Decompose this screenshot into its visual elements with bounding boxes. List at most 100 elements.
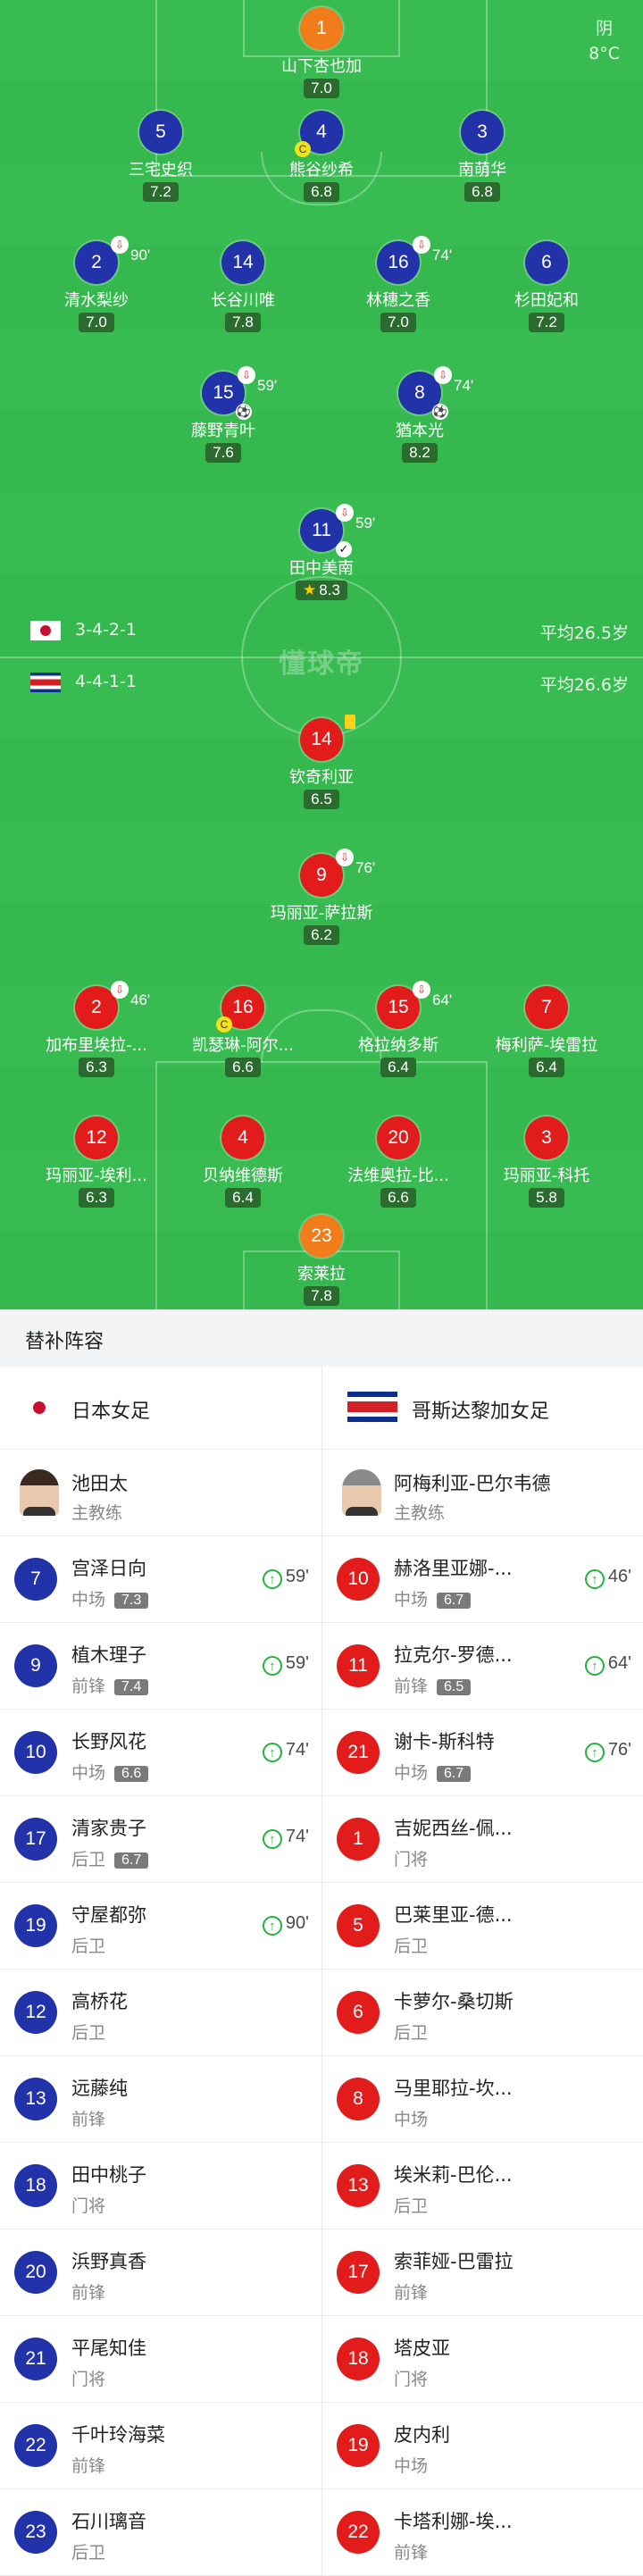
home-player[interactable]: 3 南萌华 6.8 [393, 111, 572, 202]
away-player[interactable]: 4 贝纳维德斯 6.4 [154, 1117, 332, 1208]
player-position: 前锋 [394, 2283, 429, 2303]
player-number: 12 [14, 1991, 57, 2034]
player-number: 22 [337, 2511, 380, 2554]
player-rating: 6.8 [464, 182, 500, 202]
player-rating: 6.7 [437, 1593, 472, 1609]
player-position: 后卫 [71, 2543, 106, 2563]
player-name: 清家贵子 [71, 1818, 146, 1839]
home-player[interactable]: 14 长谷川唯 7.8 [154, 241, 332, 332]
player-rating: 7.0 [380, 313, 416, 332]
home-player[interactable]: 15 ⇩ 59' ⚽ 藤野青叶 7.6 [134, 366, 313, 463]
away-player[interactable]: 20 法维奥拉-比... 6.6 [309, 1117, 488, 1208]
sub-minute: 74' [454, 377, 474, 394]
player-number: 19 [14, 1904, 57, 1947]
player-number: 18 [14, 2164, 57, 2207]
player-name: 法维奥拉-比... [347, 1167, 449, 1185]
sub-player-row[interactable]: 23 石川璃音后卫 [0, 2489, 322, 2576]
player-rating: 6.5 [437, 1679, 472, 1695]
away-formation: 4-4-1-1 [75, 672, 137, 691]
away-player[interactable]: 7 梅利萨-埃雷拉 6.4 [457, 986, 636, 1077]
home-player-gk[interactable]: 1 山下杏也加 7.0 [232, 7, 411, 98]
player-name: 藤野青叶 [191, 422, 255, 440]
player-number: 23 [14, 2511, 57, 2554]
sub-out-icon: ⇩ [434, 366, 452, 384]
home-player[interactable]: 8 ⇩ 74' ⚽ 猶本光 8.2 [330, 366, 509, 463]
player-name: 植木理子 [71, 1644, 146, 1666]
away-coach[interactable]: 阿梅利亚-巴尔韦德 主教练 [322, 1450, 643, 1536]
weather: 阴 8°C [589, 16, 620, 66]
player-name: 凯瑟琳-阿尔... [192, 1036, 294, 1055]
player-rating: 6.6 [225, 1058, 261, 1077]
away-player[interactable]: 2 ⇩ 46' 加布里埃拉-... 6.3 [7, 981, 186, 1077]
player-number: 8 [337, 2078, 380, 2120]
sub-in-time: ↑76' [584, 1740, 631, 1762]
home-player[interactable]: 6 杉田妃和 7.2 [457, 241, 636, 332]
player-number: 11 ⇩ 59' ✓ [300, 504, 375, 557]
player-number: 19 [337, 2424, 380, 2467]
goal-ball-icon: ⚽ [236, 404, 252, 420]
home-player[interactable]: 2 ⇩ 90' 清水梨纱 7.0 [7, 236, 186, 332]
player-position: 前锋 [71, 2110, 106, 2129]
costa-rica-flag-icon [347, 1392, 397, 1422]
watermark: 懂球帝 [279, 648, 364, 680]
player-rating: 8.2 [402, 443, 438, 463]
player-number: 4 [221, 1117, 264, 1159]
away-player[interactable]: 15 ⇩ 64' 格拉纳多斯 6.4 [309, 981, 488, 1077]
home-player[interactable]: 5 三宅史织 7.2 [71, 111, 250, 202]
home-team-row: 3-4-2-1 平均26.5岁 [30, 620, 634, 643]
player-number: 10 [14, 1731, 57, 1774]
player-position: 门将 [71, 2196, 106, 2216]
player-number: 14 [221, 241, 264, 284]
away-player[interactable]: 9 ⇩ 76' 玛丽亚-萨拉斯 6.2 [232, 849, 411, 945]
sub-in-time: ↑90' [262, 1913, 309, 1936]
player-number: 9 [14, 1644, 57, 1687]
player-name: 加布里埃拉-... [46, 1036, 147, 1055]
coach-role: 主教练 [71, 1503, 123, 1523]
player-number: 9 ⇩ 76' [300, 849, 375, 897]
away-player[interactable]: 3 玛丽亚-科托 5.8 [457, 1117, 636, 1208]
goal-ball-icon: ⚽ [432, 404, 448, 420]
player-name: 石川璃音 [71, 2511, 146, 2532]
player-name: 卡塔利娜-埃... [394, 2511, 513, 2532]
home-coach[interactable]: 池田太 主教练 [0, 1450, 322, 1536]
captain-icon: C [295, 141, 311, 157]
player-rating: 6.5 [304, 790, 339, 809]
away-player-gk[interactable]: 23 索莱拉 7.8 [232, 1215, 411, 1306]
player-name: 长野风花 [71, 1731, 146, 1752]
away-player[interactable]: 12 玛丽亚-埃利... 6.3 [7, 1117, 186, 1208]
sub-minute: 74' [432, 247, 453, 263]
away-player[interactable]: 14 钦奇利亚 6.5 [232, 715, 411, 809]
home-player[interactable]: 11 ⇩ 59' ✓ 田中美南 ★8.3 [232, 504, 411, 600]
home-player[interactable]: 16 ⇩ 74' 林穗之香 7.0 [309, 236, 488, 332]
player-rating: 7.8 [304, 1286, 339, 1306]
costa-rica-flag-icon [30, 672, 61, 692]
